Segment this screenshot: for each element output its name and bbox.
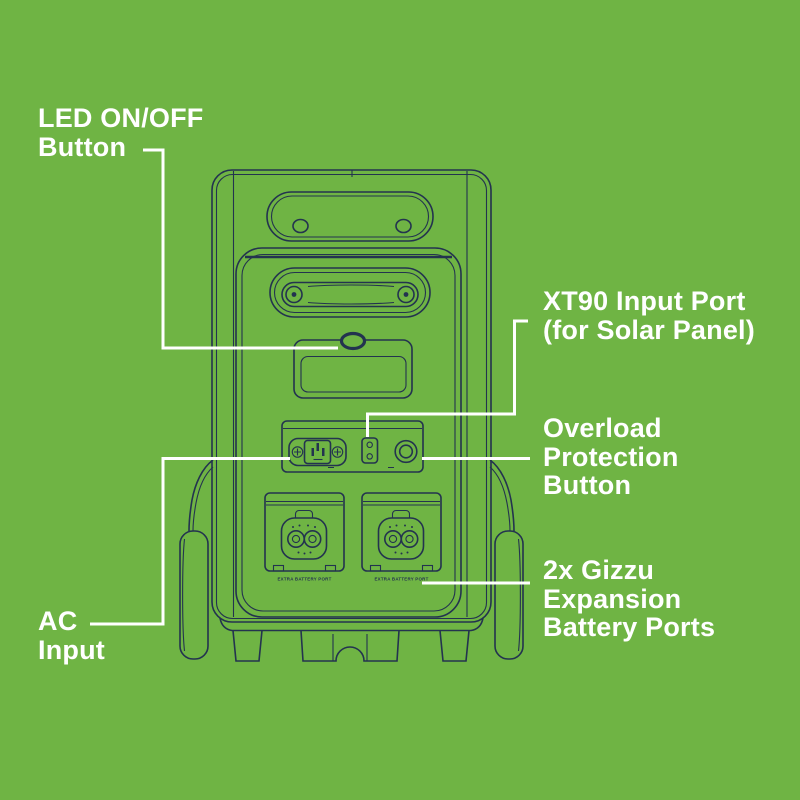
port-caption-left: EXTRA BATTERY PORT: [277, 577, 331, 582]
connector-body: [377, 517, 425, 560]
expansion-port-left: EXTRA BATTERY PORT: [264, 492, 345, 582]
handle-bar: [281, 281, 419, 308]
callout-lines: [90, 148, 530, 626]
led-on-off-button: [339, 331, 367, 351]
led-panel: [293, 331, 413, 399]
side-wings: [188, 459, 515, 532]
top-handle: [266, 191, 434, 242]
led-callout-line: [143, 148, 338, 350]
base-and-feet: [219, 617, 484, 662]
overload-protection-button: [394, 439, 418, 464]
expansion-battery-label: 2x Gizzu Expansion Battery Ports: [543, 555, 716, 642]
handle-screw-right: [397, 285, 415, 304]
foot-4: [439, 630, 470, 662]
front-panel: [235, 247, 462, 618]
wheel-right: [494, 530, 524, 660]
ac-screw-right: [331, 446, 344, 458]
handle-grip-hole-left: [292, 218, 309, 234]
device-outline: [211, 169, 492, 623]
port-caption-right: EXTRA BATTERY PORT: [374, 577, 428, 582]
xt90-callout-line: [366, 319, 528, 437]
body-outer: [211, 169, 492, 623]
ac-screw-left: [291, 446, 304, 458]
expansion-port-right: EXTRA BATTERY PORT: [361, 492, 442, 582]
handle-screw-left: [285, 285, 303, 304]
foot-center-arch: [300, 630, 400, 662]
ac-inlet: [288, 437, 347, 467]
ac-socket: [303, 439, 332, 465]
xt90-input-label: XT90 Input Port (for Solar Panel): [543, 286, 755, 345]
wheel-left: [179, 530, 209, 660]
xt90-port: [361, 437, 379, 464]
led-on-off-label: LED ON/OFF Button: [38, 103, 204, 162]
ac-callout-line: [90, 457, 290, 626]
handle-grip-hole-right: [395, 218, 412, 234]
overload-protection-label: Overload Protection Button: [543, 413, 679, 500]
front-handle: [269, 267, 431, 318]
foot-1: [232, 630, 263, 662]
connector-body: [280, 517, 328, 560]
ac-input-label: AC Input: [38, 606, 105, 665]
input-panel: [281, 420, 424, 473]
led-light-window: [300, 355, 407, 393]
